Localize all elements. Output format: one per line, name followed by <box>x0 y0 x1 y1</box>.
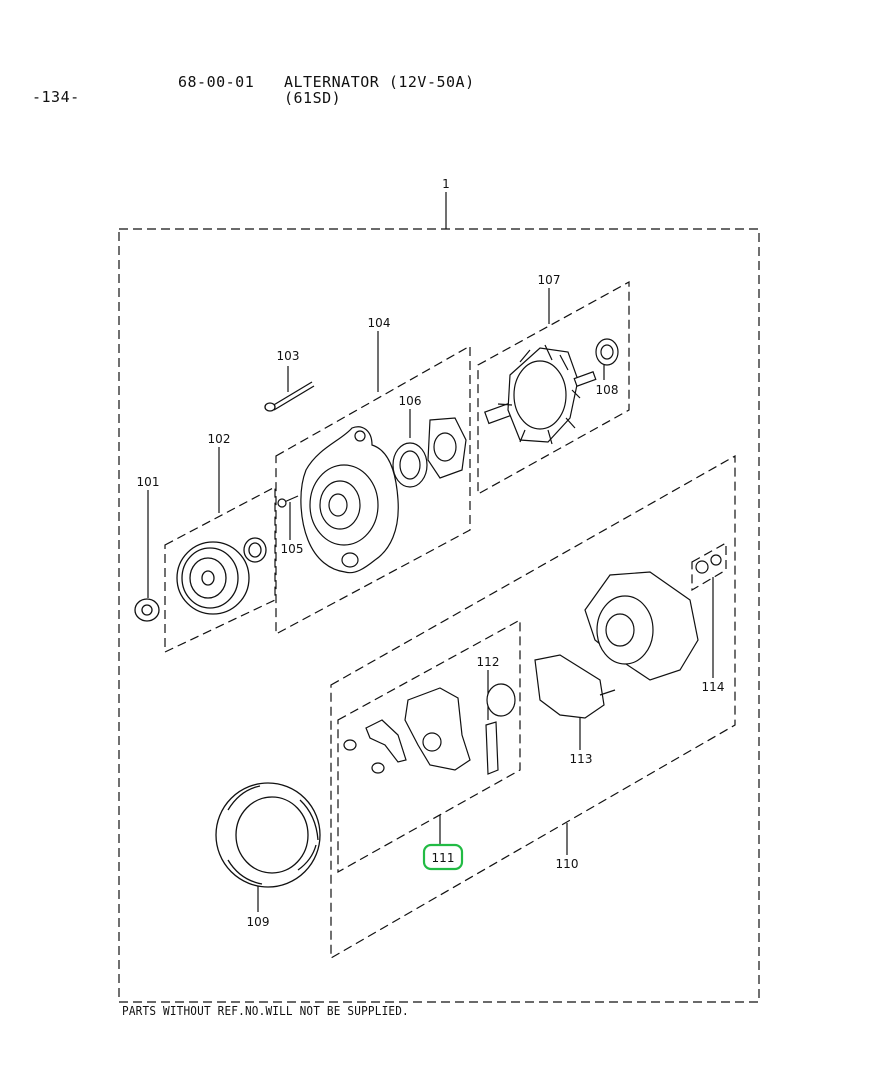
assembly-1-box <box>118 228 760 1003</box>
label-1: 1 <box>442 177 450 191</box>
page-subtitle: (61SD) <box>284 89 342 107</box>
label-110: 110 <box>556 857 579 871</box>
group-102-box <box>164 486 276 653</box>
label-101: 101 <box>137 475 160 489</box>
group-107-box <box>477 280 630 496</box>
label-103: 103 <box>277 349 300 363</box>
label-107: 107 <box>538 273 561 287</box>
part-114-nuts <box>695 554 722 574</box>
group-104-box <box>275 344 471 636</box>
label-106: 106 <box>399 394 422 408</box>
group-110-box <box>330 454 736 960</box>
part-101-nut <box>134 598 160 622</box>
label-102: 102 <box>208 432 231 446</box>
part-104-front-bracket <box>300 426 399 574</box>
label-113: 113 <box>570 752 593 766</box>
part-113-rectifier <box>534 654 616 719</box>
label-112: 112 <box>477 655 500 669</box>
assembly-boundaries <box>118 228 760 1003</box>
label-108: 108 <box>596 383 619 397</box>
part-110-rear-bracket <box>584 571 699 681</box>
part-111-regulator <box>343 687 471 774</box>
callout-labels: 1 101 102 103 104 105 106 107 108 109 11… <box>137 177 725 929</box>
label-104: 104 <box>368 316 391 330</box>
label-109: 109 <box>247 915 270 929</box>
part-109-stator <box>215 782 321 888</box>
part-108-bearing <box>595 338 619 366</box>
part-105-screw <box>277 495 299 508</box>
page-number: -134- <box>32 88 80 106</box>
catalog-code: 68-00-01 <box>178 73 255 91</box>
part-106-bearing <box>392 417 467 488</box>
page-title: ALTERNATOR (12V-50A) <box>284 73 475 91</box>
label-111[interactable]: 111 <box>432 851 455 865</box>
leader-lines <box>147 192 714 912</box>
part-103-bolt <box>264 381 315 412</box>
label-105: 105 <box>281 542 304 556</box>
part-102-pulley <box>176 537 267 615</box>
part-107-rotor <box>484 344 597 445</box>
highlight-111 <box>422 843 464 871</box>
group-111-box <box>337 618 521 874</box>
label-114: 114 <box>702 680 725 694</box>
part-112-brush <box>485 683 516 775</box>
footer-note: PARTS WITHOUT REF.NO.WILL NOT BE SUPPLIE… <box>122 1004 409 1018</box>
group-114-box <box>691 541 727 592</box>
